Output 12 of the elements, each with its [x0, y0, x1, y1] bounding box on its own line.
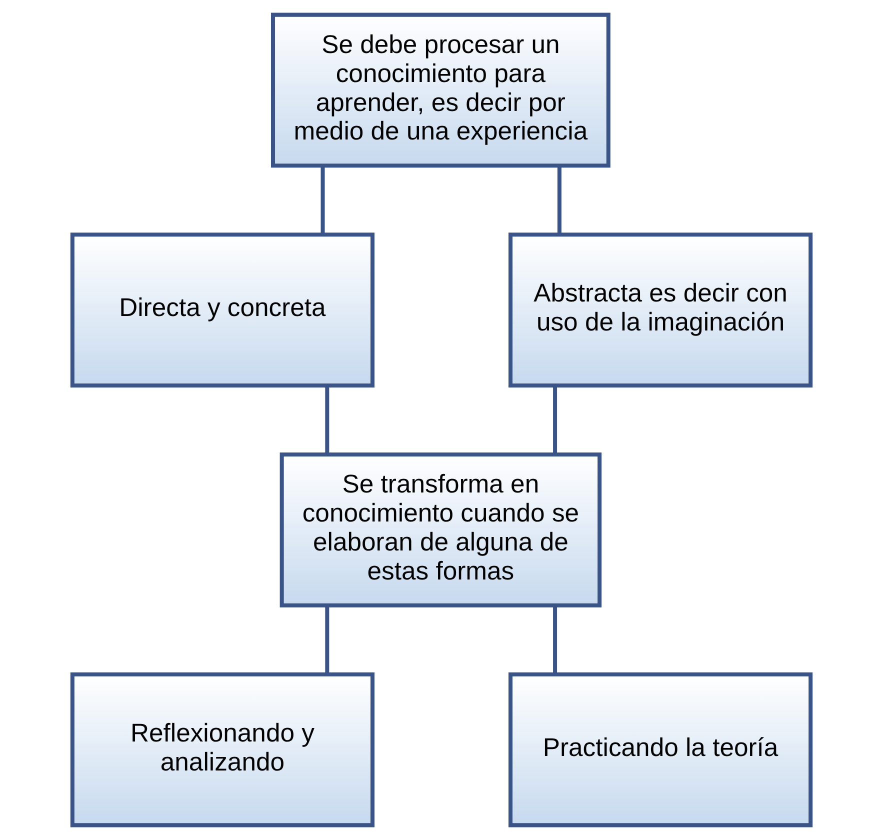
- node-box: Se debe procesar un conocimiento para aprender, es decir por medio de una experiencia: [270, 12, 610, 168]
- connector: [552, 386, 557, 454]
- node-box: Abstracta es decir con uso de la imaginación: [508, 232, 812, 388]
- connector: [324, 606, 329, 674]
- connector: [552, 606, 557, 674]
- node-box: Directa y concreta: [70, 232, 374, 388]
- node-box: Se transforma en conocimiento cuando se elaboran de alguna de estas formas: [279, 452, 602, 608]
- node-box: Reflexionando y analizando: [70, 672, 374, 828]
- connector: [556, 166, 561, 234]
- connector: [324, 386, 329, 454]
- node-box: Practicando la teoría: [508, 672, 812, 828]
- connector: [320, 166, 324, 234]
